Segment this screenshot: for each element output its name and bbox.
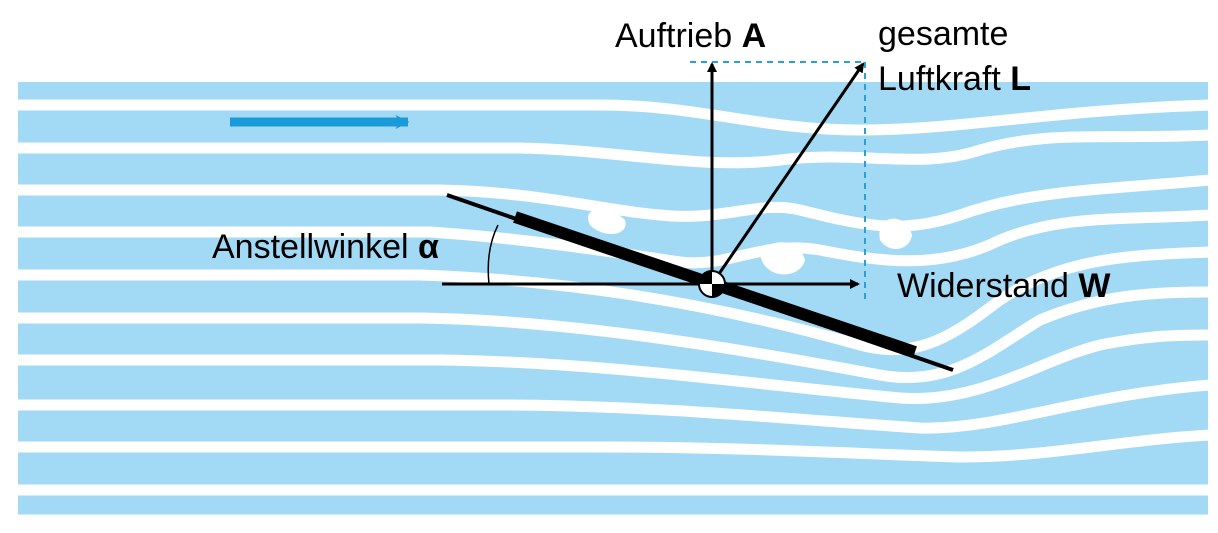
total-force-label-line1: gesamte xyxy=(878,15,1008,53)
streamline xyxy=(18,209,1208,269)
streamline xyxy=(18,379,1208,434)
streamline xyxy=(18,99,1208,136)
total-force-vector xyxy=(710,62,865,285)
angle-arc xyxy=(487,224,499,285)
streamline xyxy=(18,329,1208,405)
drag-label: Widerstand W xyxy=(897,267,1111,305)
streamline xyxy=(18,286,1208,384)
angle-of-attack-label: Anstellwinkel α xyxy=(212,228,439,266)
streamlines xyxy=(18,99,1208,522)
streamline xyxy=(18,129,1208,169)
total-force-label-line2: Luftkraft L xyxy=(878,60,1031,98)
lift-label: Auftrieb A xyxy=(615,17,766,55)
pivot-point xyxy=(698,270,726,298)
streamline xyxy=(18,429,1208,463)
streamline xyxy=(18,174,1208,232)
